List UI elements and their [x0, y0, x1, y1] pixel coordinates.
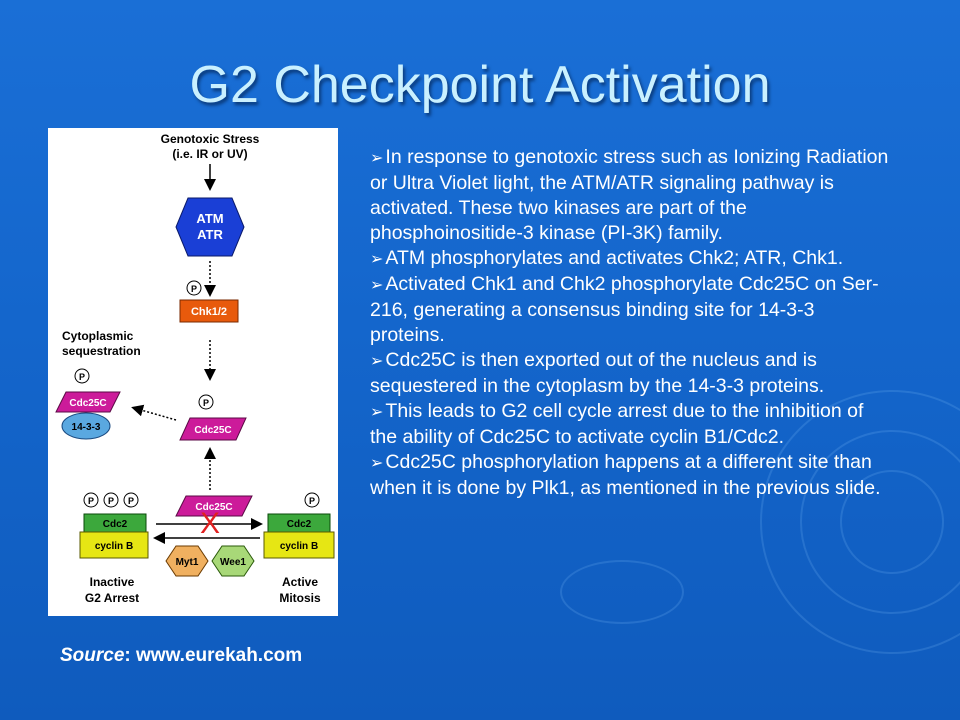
protein-14-3-3-ellipse [61, 412, 111, 440]
bullet-text: Cdc25C is then exported out of the nucle… [370, 349, 825, 397]
bullet-text: Cdc25C phosphorylation happens at a diff… [370, 451, 881, 499]
phospho-icon [83, 492, 99, 508]
wee1-hexagon [211, 545, 255, 577]
phospho-icon [304, 492, 320, 508]
sequestration-arrow [131, 404, 177, 421]
cdc2-label: Cdc2 [103, 519, 128, 530]
arrow-bullet-icon: ➢ [370, 353, 384, 370]
inactive-label-1: Inactive [90, 575, 135, 589]
wee1-label: Wee1 [220, 557, 246, 568]
atm-atr-hexagon [175, 197, 245, 257]
bullet-item: ➢Cdc25C phosphorylation happens at a dif… [370, 450, 890, 501]
arrow-bullet-icon: ➢ [370, 455, 384, 472]
myt1-label: Myt1 [176, 557, 199, 568]
g2-checkpoint-diagram: Genotoxic Stress (i.e. IR or UV) ATM ATR… [48, 128, 338, 616]
phospho-label: P [203, 398, 209, 408]
cyto-label-1: Cytoplasmic [62, 329, 134, 343]
active-label-1: Active [282, 575, 318, 589]
phospho-icon [198, 394, 214, 410]
bullet-text: In response to genotoxic stress such as … [370, 146, 889, 244]
chk-label: Chk1/2 [191, 306, 227, 318]
bullet-text: Activated Chk1 and Chk2 phosphorylate Cd… [370, 273, 879, 346]
cdc25c-label: Cdc25C [69, 398, 106, 409]
bullet-text: This leads to G2 cell cycle arrest due t… [370, 400, 864, 448]
slide-title: G2 Checkpoint Activation [189, 56, 771, 114]
cdc25c-label: Cdc25C [195, 502, 232, 513]
cyclinb-label: cyclin B [95, 541, 133, 552]
cdc25c-cyto-box [55, 391, 121, 413]
active-label-2: Mitosis [279, 591, 321, 605]
arrow-bullet-icon: ➢ [370, 277, 384, 294]
cdc25c-center-box [175, 495, 253, 517]
cdc2-label: Cdc2 [287, 519, 312, 530]
cyclinb-active-box [263, 531, 335, 559]
arrow-bullet-icon: ➢ [370, 251, 384, 268]
source-value: : www.eurekah.com [124, 645, 303, 666]
cdc25c-phospho-box [179, 417, 247, 441]
protein-14-3-3-label: 14-3-3 [72, 422, 101, 433]
cdc25c-label: Cdc25C [194, 425, 231, 436]
phospho-icon [103, 492, 119, 508]
phospho-label: P [88, 496, 94, 506]
myt1-hexagon [165, 545, 209, 577]
bullet-item: ➢Cdc25C is then exported out of the nucl… [370, 348, 890, 399]
bullet-text: ATM phosphorylates and activates Chk2; A… [385, 247, 844, 269]
inactive-label-2: G2 Arrest [85, 591, 139, 605]
ripple-decoration [560, 560, 684, 624]
arrow-bullet-icon: ➢ [370, 150, 384, 167]
bullet-item: ➢In response to genotoxic stress such as… [370, 145, 890, 246]
bullet-item: ➢This leads to G2 cell cycle arrest due … [370, 399, 890, 450]
phospho-icon [74, 368, 90, 384]
cyto-label-2: sequestration [62, 344, 141, 358]
source-citation: Source: www.eurekah.com [60, 645, 302, 667]
phospho-icon [186, 280, 202, 296]
phospho-label: P [79, 372, 85, 382]
arrow-bullet-icon: ➢ [370, 404, 384, 421]
stress-label-1: Genotoxic Stress [161, 132, 260, 146]
bullet-item: ➢ATM phosphorylates and activates Chk2; … [370, 246, 890, 272]
phospho-label: P [191, 284, 197, 294]
phospho-label: P [128, 496, 134, 506]
cyclinb-inactive-box [79, 531, 149, 559]
bullet-item: ➢Activated Chk1 and Chk2 phosphorylate C… [370, 272, 890, 348]
phospho-icon [123, 492, 139, 508]
block-x-icon: X [200, 507, 220, 540]
phospho-label: P [309, 496, 315, 506]
source-label: Source [60, 645, 125, 666]
bullet-list: ➢In response to genotoxic stress such as… [370, 145, 890, 501]
chk-box [179, 299, 239, 323]
atm-label: ATM [196, 211, 223, 226]
stress-label-2: (i.e. IR or UV) [172, 147, 247, 161]
phospho-label: P [108, 496, 114, 506]
atr-label: ATR [197, 227, 223, 242]
cyclinb-label: cyclin B [280, 541, 318, 552]
